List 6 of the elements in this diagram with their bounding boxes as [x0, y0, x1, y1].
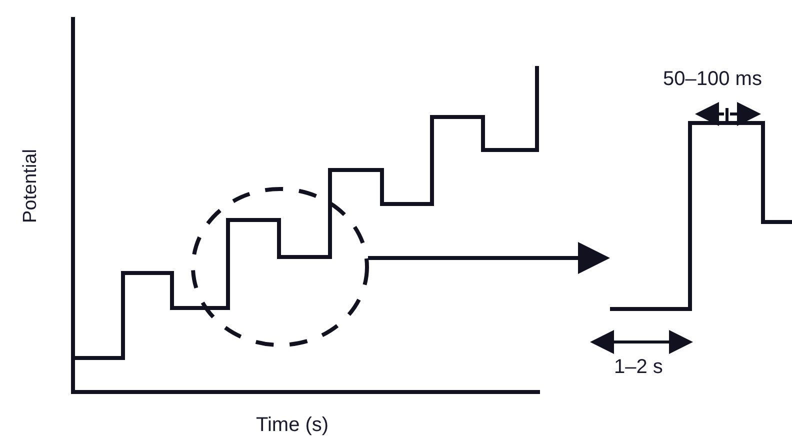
- dashed-circle: [190, 186, 370, 348]
- arrow: [368, 242, 610, 274]
- axis-title: Potential: [20, 149, 42, 223]
- dimension-label: 1–2 s: [614, 356, 663, 379]
- axis-title: Time (s): [256, 414, 329, 437]
- dimension-label: 50–100 ms: [663, 68, 762, 91]
